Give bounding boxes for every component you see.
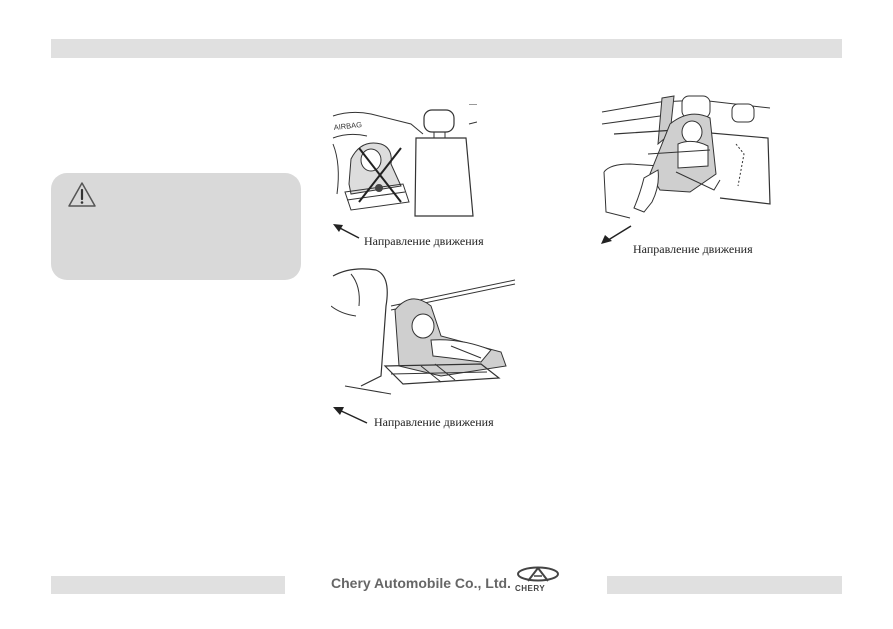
illustration-forward-facing-rear-seat [601,95,771,219]
chery-logo-icon [517,566,559,582]
arrow-up-left-icon [333,407,368,424]
footer-band-left [51,576,285,594]
header-band [51,39,842,58]
chery-logo-text: CHERY [515,584,546,593]
arrow-down-left-icon [601,225,632,244]
footer-company-name: Chery Automobile Co., Ltd. [331,575,511,591]
airbag-label: AIRBAG [333,120,362,132]
caption-direction-3: Направление движения [633,242,753,256]
arrow-up-left-icon [333,224,360,239]
illustration-rear-facing-front-airbag: AIRBAG [332,104,477,217]
caption-direction-1: Направление движения [364,234,484,248]
warning-box [51,173,301,280]
illustration-rear-facing-rear-seat [331,268,516,395]
footer-band-right [607,576,842,594]
warning-triangle-icon [68,182,96,207]
caption-direction-2: Направление движения [374,415,494,429]
